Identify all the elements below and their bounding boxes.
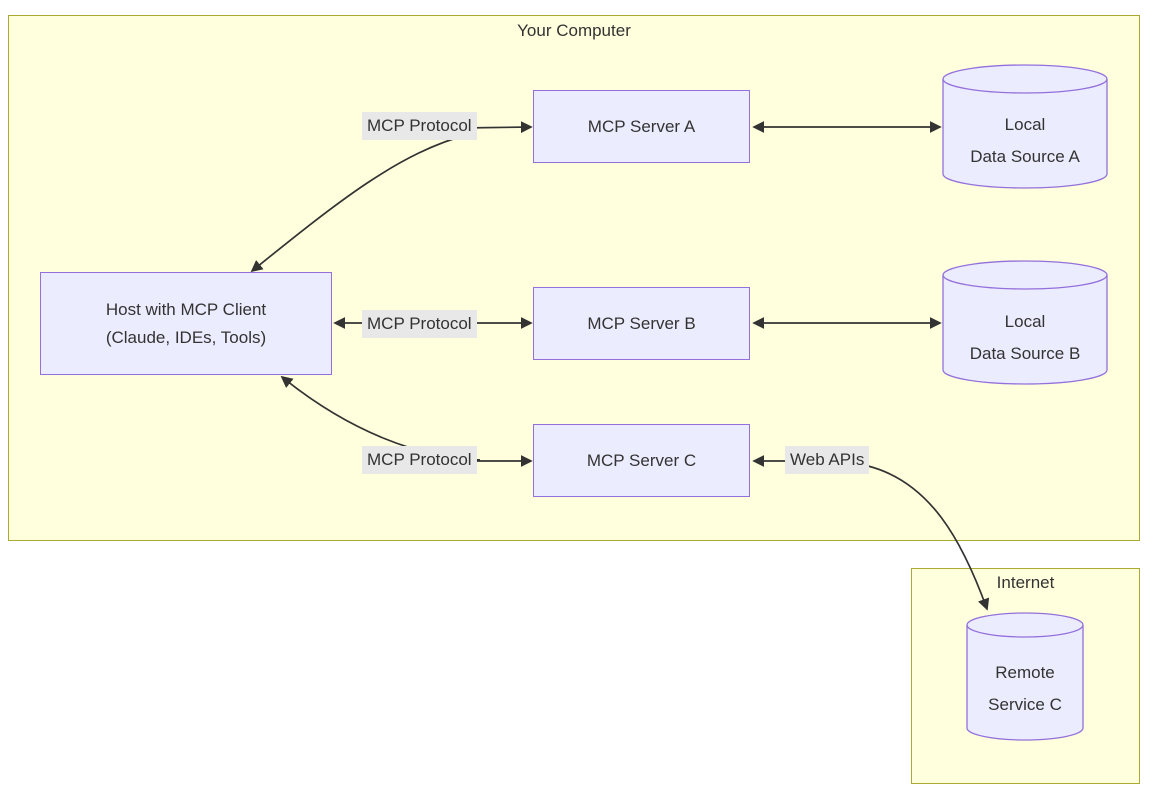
your-computer-title: Your Computer [517, 21, 631, 40]
remote-service-c-line1: Remote [995, 663, 1055, 682]
internet-title: Internet [996, 573, 1055, 592]
server-c-node: MCP Server C [533, 424, 750, 497]
data-source-b-line1: Local [1004, 312, 1046, 331]
host-node-line2: (Claude, IDEs, Tools) [105, 327, 267, 347]
server-a-node: MCP Server A [533, 90, 750, 163]
data-source-b-label: Local Data Source B [943, 306, 1107, 370]
edge-label-mcp-protocol-a: MCP Protocol [362, 112, 477, 140]
host-node-line1: Host with MCP Client [105, 299, 267, 319]
edge-label-mcp-protocol-c: MCP Protocol [362, 446, 477, 474]
server-a-label: MCP Server A [587, 116, 696, 136]
data-source-a-label: Local Data Source A [943, 109, 1107, 173]
server-b-label: MCP Server B [587, 313, 696, 333]
data-source-a-line2: Data Source A [970, 147, 1080, 166]
server-c-label: MCP Server C [586, 450, 697, 470]
data-source-b-line2: Data Source B [969, 344, 1081, 363]
server-b-node: MCP Server B [533, 287, 750, 360]
remote-service-c-label: Remote Service C [967, 657, 1083, 721]
host-node: Host with MCP Client (Claude, IDEs, Tool… [40, 272, 332, 375]
edge-label-mcp-protocol-b: MCP Protocol [362, 310, 477, 338]
remote-service-c-line2: Service C [988, 695, 1062, 714]
edge-label-web-apis: Web APIs [785, 446, 870, 474]
data-source-a-line1: Local [1004, 115, 1046, 134]
